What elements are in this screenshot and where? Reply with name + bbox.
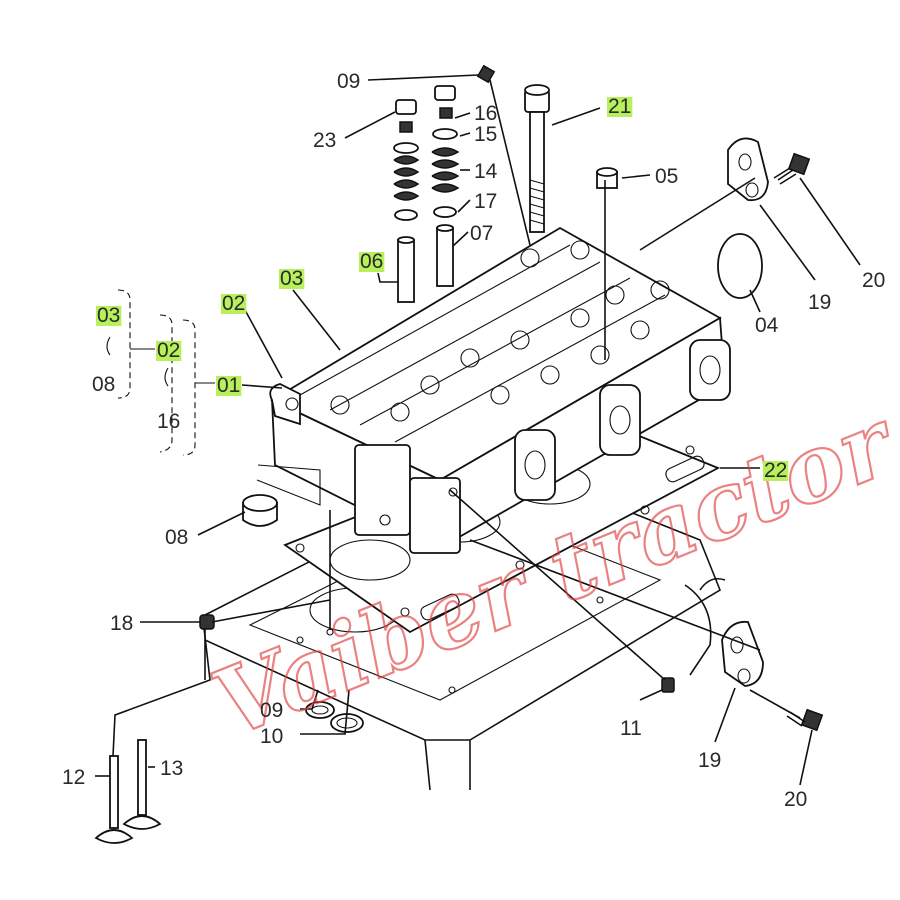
lifting-bracket-lower: [721, 620, 764, 687]
callout-02-main: 02: [222, 292, 245, 315]
callout-14: 14: [474, 160, 498, 183]
callout-17: 17: [474, 190, 497, 213]
callout-labels: 09 23 16 15 14 17 07 06 21 05 20 19 04 0…: [62, 70, 885, 811]
callout-06: 06: [360, 250, 383, 273]
callout-21: 21: [608, 95, 631, 118]
lifting-bracket-upper: [727, 137, 769, 202]
callout-03-main: 03: [280, 267, 303, 290]
callout-23: 23: [313, 129, 336, 152]
bracket-bolt-upper: [773, 152, 811, 185]
highlight-c01: [216, 376, 242, 396]
plug-nut-05: [596, 167, 618, 189]
valve-12: [94, 755, 134, 844]
callout-20-bottom: 20: [784, 788, 807, 811]
bracket-bolt-lower: [786, 708, 824, 732]
callout-16-top: 16: [474, 102, 497, 125]
callout-18: 18: [110, 612, 133, 635]
callout-03-group: 03: [97, 304, 120, 327]
highlight-c03b: [279, 269, 305, 289]
cylinder-head: [242, 226, 731, 554]
callout-04: 04: [755, 314, 779, 337]
valve-stack-right: [431, 85, 460, 287]
callout-13: 13: [160, 757, 183, 780]
callout-05: 05: [655, 165, 678, 188]
callout-12: 12: [62, 766, 85, 789]
valve-stack-left: [393, 99, 420, 303]
screw-18: [199, 614, 215, 630]
leader-lines: [95, 74, 861, 786]
callout-01: 01: [217, 374, 240, 397]
callout-19-bottom: 19: [698, 749, 721, 772]
highlight-c21: [607, 97, 633, 117]
core-plug: [717, 233, 763, 299]
highlight-c03a: [96, 306, 122, 326]
highlight-c06: [359, 252, 385, 272]
stud-nut-09-top: [476, 64, 496, 84]
callout-07: 07: [470, 222, 493, 245]
callout-16-group: 16: [157, 410, 180, 433]
callout-08: 08: [165, 526, 188, 549]
highlight-c02b: [156, 341, 182, 361]
highlight-c22: [763, 461, 789, 481]
callout-10: 10: [260, 725, 283, 748]
callout-11: 11: [620, 717, 642, 740]
group-bracket-left: [106, 289, 215, 456]
head-bolt: [524, 84, 550, 233]
highlight-c02a: [221, 294, 247, 314]
callout-19-top: 19: [808, 291, 831, 314]
callout-20-top: 20: [862, 269, 885, 292]
callout-02-group: 02: [157, 339, 180, 362]
callout-08-group: 08: [92, 373, 115, 396]
callout-22: 22: [764, 459, 787, 482]
callout-09-top: 09: [337, 70, 360, 93]
valve-13: [122, 739, 162, 830]
nut-11: [661, 677, 675, 693]
callout-15: 15: [474, 123, 497, 146]
callout-09-bottom: 09: [260, 699, 283, 722]
callout-highlights: [96, 97, 789, 481]
